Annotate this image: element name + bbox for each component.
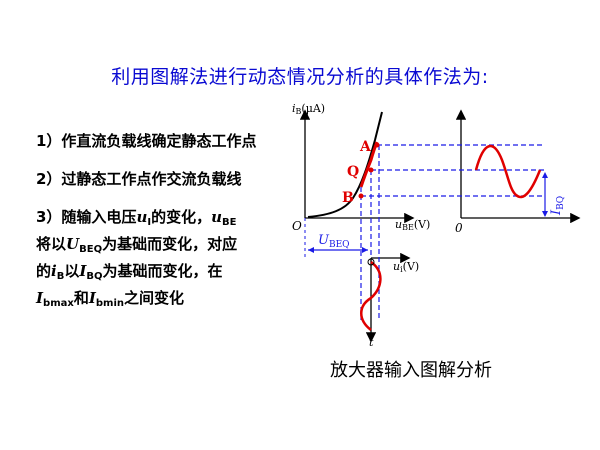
ui-symbol: u: [136, 208, 148, 226]
point-b-label: B: [342, 190, 354, 206]
point-b-marker: [358, 193, 364, 199]
ubeq-symbol: U: [66, 235, 80, 253]
step-3-line2a: 将以: [36, 235, 67, 253]
ib-waveform: [474, 145, 542, 199]
step-3-prefix: 3）随输入电压: [36, 208, 137, 226]
ube-symbol: u: [211, 208, 223, 226]
step-3-line-1: 3）随输入电压uI的变化，uBE: [36, 206, 236, 228]
step-2: 2）过静态工作点作交流负载线: [36, 170, 242, 188]
ui-axis-label: ui(V): [393, 260, 419, 274]
step-1: 1）作直流负载线确定静态工作点: [36, 132, 257, 150]
ibq-sub: BQ: [86, 271, 103, 282]
ubeq-label: UBEQ: [318, 233, 350, 250]
ui-sub: I: [147, 217, 152, 228]
step-3-and: 和: [73, 289, 89, 307]
ib-axis-label: iB(μA): [292, 102, 325, 116]
ib-sub: B: [56, 271, 65, 282]
ubeq-sub: BEQ: [79, 244, 103, 255]
origin-right: 0: [455, 221, 463, 235]
t-axis-label: t: [369, 336, 374, 349]
step-3-line2b: 为基础而变化，对应: [102, 235, 238, 253]
page-title: 利用图解法进行动态情况分析的具体作法为:: [111, 66, 489, 88]
point-a-marker: [374, 142, 380, 148]
ibmin-symbol: I: [88, 289, 96, 307]
ube-axis-label: uBE(V): [395, 218, 430, 232]
step-3-line3b: 以: [64, 262, 80, 280]
ibq-symbol: I: [79, 262, 87, 280]
step-3-line-4: Ibmax和Ibmin之间变化: [36, 287, 184, 309]
ube-sub: BE: [222, 217, 237, 228]
step-3-mid: 的变化，: [151, 208, 212, 226]
step-3-line3a: 的: [36, 262, 52, 280]
ibmax-symbol: I: [36, 289, 44, 307]
ib-symbol: i: [51, 262, 57, 280]
point-a-label: A: [359, 139, 372, 155]
point-q-marker: [368, 167, 374, 173]
point-q-label: Q: [347, 164, 359, 180]
step-3-line4: 之间变化: [123, 289, 184, 307]
step-3-line3c: 为基础而变化，在: [102, 262, 223, 280]
step-3-line-3: 的iB以IBQ为基础而变化，在: [36, 260, 223, 282]
ibmax-sub: bmax: [43, 298, 74, 309]
ibq-label: IBQ: [549, 196, 566, 216]
step-3-line-2: 将以UBEQ为基础而变化，对应: [36, 233, 237, 255]
figure-caption: 放大器输入图解分析: [330, 360, 492, 381]
ibmin-sub: bmin: [95, 298, 124, 309]
ui-waveform: [360, 260, 382, 331]
origin-left: O: [292, 219, 302, 233]
